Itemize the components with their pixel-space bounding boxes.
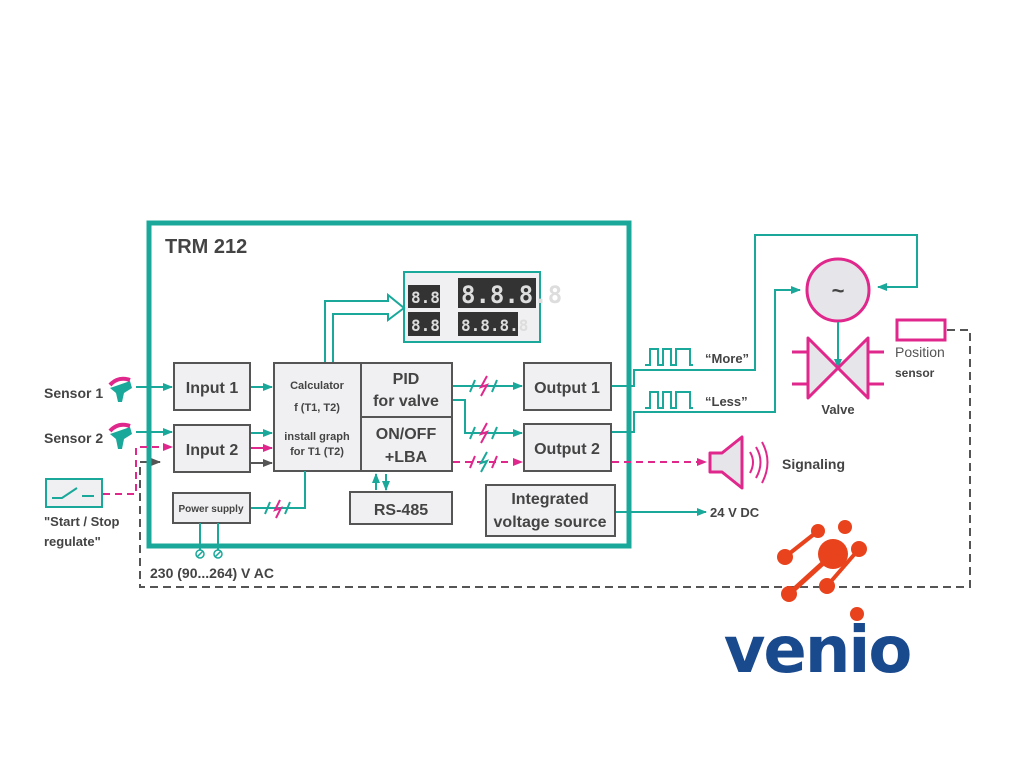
input1-block bbox=[173, 362, 251, 411]
signal-isolation-icon bbox=[469, 451, 498, 473]
device-title: TRM 212 bbox=[165, 236, 247, 258]
ivs-label-2: voltage source bbox=[494, 514, 607, 531]
position-feedback-line bbox=[139, 329, 971, 588]
rs485-block bbox=[349, 491, 453, 525]
switch-signal-line bbox=[103, 443, 173, 495]
venio-logo-mark bbox=[777, 520, 867, 621]
output2-block bbox=[523, 423, 612, 472]
rs485-label: RS-485 bbox=[374, 502, 428, 519]
display-large-bottom: 8.8.8.8 bbox=[461, 316, 528, 335]
onoff-label-2: +LBA bbox=[385, 449, 428, 466]
display-small-bottom: 8.8 bbox=[411, 316, 440, 335]
input2-label: Input 2 bbox=[186, 442, 239, 459]
power-isolation-icon bbox=[264, 499, 291, 519]
pid-to-output2-line bbox=[453, 399, 523, 437]
valve-label: Valve bbox=[821, 402, 854, 417]
output2-label: Output 2 bbox=[534, 441, 600, 458]
switch-label-2: regulate" bbox=[44, 534, 101, 549]
input2-block bbox=[173, 424, 251, 473]
more-pulse-icon bbox=[645, 348, 693, 366]
power-supply-block bbox=[172, 492, 251, 524]
position-sensor-label-2: sensor bbox=[895, 366, 935, 380]
calculator-label-4: for T1 (T2) bbox=[290, 446, 344, 458]
start-stop-switch bbox=[45, 478, 103, 508]
calculator-label-2: f (T1, T2) bbox=[294, 402, 340, 414]
sensor2-icon bbox=[108, 422, 132, 449]
output2-isolation-icon bbox=[469, 422, 498, 444]
pid-label-1: PID bbox=[393, 371, 420, 388]
output1-block bbox=[523, 362, 612, 411]
output1-isolation-icon bbox=[469, 375, 498, 397]
display-small-top: 8.8 bbox=[411, 288, 440, 307]
ivs-label-1: Integrated bbox=[511, 491, 588, 508]
dc-label: 24 V DC bbox=[710, 505, 760, 520]
onoff-label-1: ON/OFF bbox=[376, 426, 437, 443]
motor-symbol: ~ bbox=[832, 278, 845, 303]
display-feed-arrow bbox=[324, 292, 406, 362]
led-display: 8.8 8.8.8.8 8.8 8.8.8.8 bbox=[403, 271, 562, 343]
less-label: “Less” bbox=[705, 394, 748, 409]
display-large-top: 8.8.8.8 bbox=[461, 281, 562, 309]
sensor1-icon bbox=[108, 376, 132, 402]
more-label: “More” bbox=[705, 351, 749, 366]
calculator-label-3: install graph bbox=[284, 431, 350, 443]
output1-label: Output 1 bbox=[534, 380, 600, 397]
power-label: 230 (90...264) V AC bbox=[150, 565, 274, 581]
valve-icon bbox=[792, 336, 884, 400]
signaling-label: Signaling bbox=[782, 456, 845, 472]
switch-label-1: "Start / Stop bbox=[44, 514, 120, 529]
calculator-label-1: Calculator bbox=[290, 380, 345, 392]
power-supply-label: Power supply bbox=[178, 504, 243, 515]
position-sensor-label-1: Position bbox=[895, 344, 945, 360]
position-sensor-icon bbox=[895, 318, 947, 342]
sensor1-label: Sensor 1 bbox=[44, 385, 103, 401]
ivs-block bbox=[485, 484, 616, 537]
pid-label-2: for valve bbox=[373, 393, 439, 410]
venio-logo-text: venio bbox=[724, 614, 911, 688]
power-terminal-icon bbox=[195, 549, 223, 559]
device-frame bbox=[146, 220, 632, 549]
motor-icon bbox=[805, 257, 871, 323]
less-signal-line bbox=[612, 286, 801, 433]
input1-label: Input 1 bbox=[186, 380, 239, 397]
power-supply-line bbox=[251, 471, 306, 509]
sensor2-label: Sensor 2 bbox=[44, 430, 103, 446]
speaker-icon bbox=[708, 435, 769, 490]
more-signal-line bbox=[612, 234, 918, 387]
less-pulse-icon bbox=[645, 391, 693, 409]
